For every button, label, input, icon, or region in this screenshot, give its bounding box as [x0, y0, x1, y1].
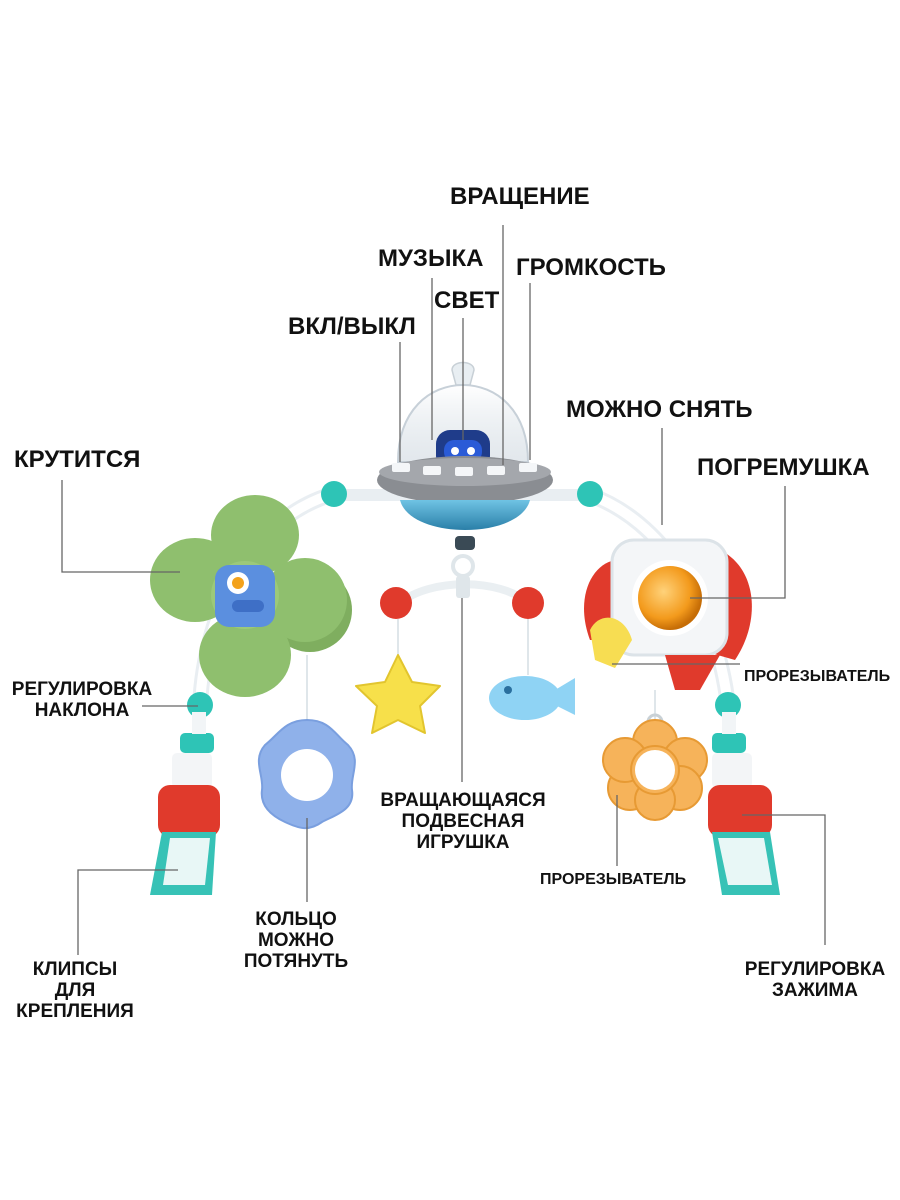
label-pull-ring-line2: МОЖНО	[257, 929, 335, 951]
clip-clamp-icon-left	[150, 753, 220, 895]
label-hanging-toy-line1: ВРАЩАЮЩАЯСЯ	[380, 790, 546, 811]
ufo-music-box-icon	[377, 361, 553, 550]
label-clamp-adjust-line2: ЗАЖИМА	[771, 979, 858, 1001]
star-toy-icon	[355, 654, 441, 734]
label-teether-bottom: ПРОРЕЗЫВАТЕЛЬ	[540, 871, 687, 888]
label-on-off: ВКЛ/ВЫКЛ	[288, 313, 416, 340]
label-pull-ring-line1: КОЛЬЦО	[255, 909, 337, 930]
tilt-joint-right	[715, 692, 741, 718]
label-tilt-adjust-line2: НАКЛОНА	[34, 699, 130, 721]
label-hanging-toy-line2: ПОДВЕСНАЯ	[401, 810, 525, 832]
leader-lines	[61, 225, 826, 955]
label-volume: ГРОМКОСТЬ	[516, 254, 666, 281]
label-tilt-adjust-line1: РЕГУЛИРОВКА	[11, 679, 153, 700]
rocket-rattle-icon	[584, 538, 752, 690]
arch-joint-left-top	[321, 481, 347, 507]
fish-toy-icon	[489, 676, 575, 720]
hanging-mobile	[355, 554, 575, 734]
label-rotation: ВРАЩЕНИЕ	[450, 183, 590, 210]
flower-teether-icon	[602, 690, 708, 821]
label-teether-right: ПРОРЕЗЫВАТЕЛЬ	[744, 668, 891, 685]
ring-teether-icon	[257, 655, 356, 829]
label-clips-line3: КРЕПЛЕНИЯ	[16, 1000, 134, 1022]
label-clamp-adjust-line1: РЕГУЛИРОВКА	[744, 959, 886, 980]
label-hanging-toy-line3: ИГРУШКА	[416, 831, 510, 853]
label-tilt-adjust: РЕГУЛИРОВКА НАКЛОНА	[6, 679, 158, 722]
label-hanging-toy: ВРАЩАЮЩАЯСЯ ПОДВЕСНАЯ ИГРУШКА	[370, 790, 556, 854]
label-spins: КРУТИТСЯ	[14, 446, 141, 473]
label-clips-line2: ДЛЯ	[54, 979, 96, 1001]
tilt-joint-left	[187, 692, 213, 718]
label-rattle: ПОГРЕМУШКА	[697, 454, 870, 481]
label-clips: КЛИПСЫ ДЛЯ КРЕПЛЕНИЯ	[6, 959, 144, 1023]
label-pull-ring-line3: ПОТЯНУТЬ	[243, 950, 349, 972]
label-removable: МОЖНО СНЯТЬ	[566, 396, 753, 423]
label-pull-ring: КОЛЬЦО МОЖНО ПОТЯНУТЬ	[228, 909, 364, 973]
clip-clamp-icon-right	[708, 753, 780, 895]
label-clamp-adjust: РЕГУЛИРОВКА ЗАЖИМА	[732, 959, 898, 1002]
label-music: МУЗЫКА	[378, 245, 484, 272]
label-clips-line1: КЛИПСЫ	[32, 959, 118, 980]
label-light: СВЕТ	[434, 287, 500, 314]
arch-joint-right-top	[577, 481, 603, 507]
spinner-flower-icon	[150, 495, 352, 697]
